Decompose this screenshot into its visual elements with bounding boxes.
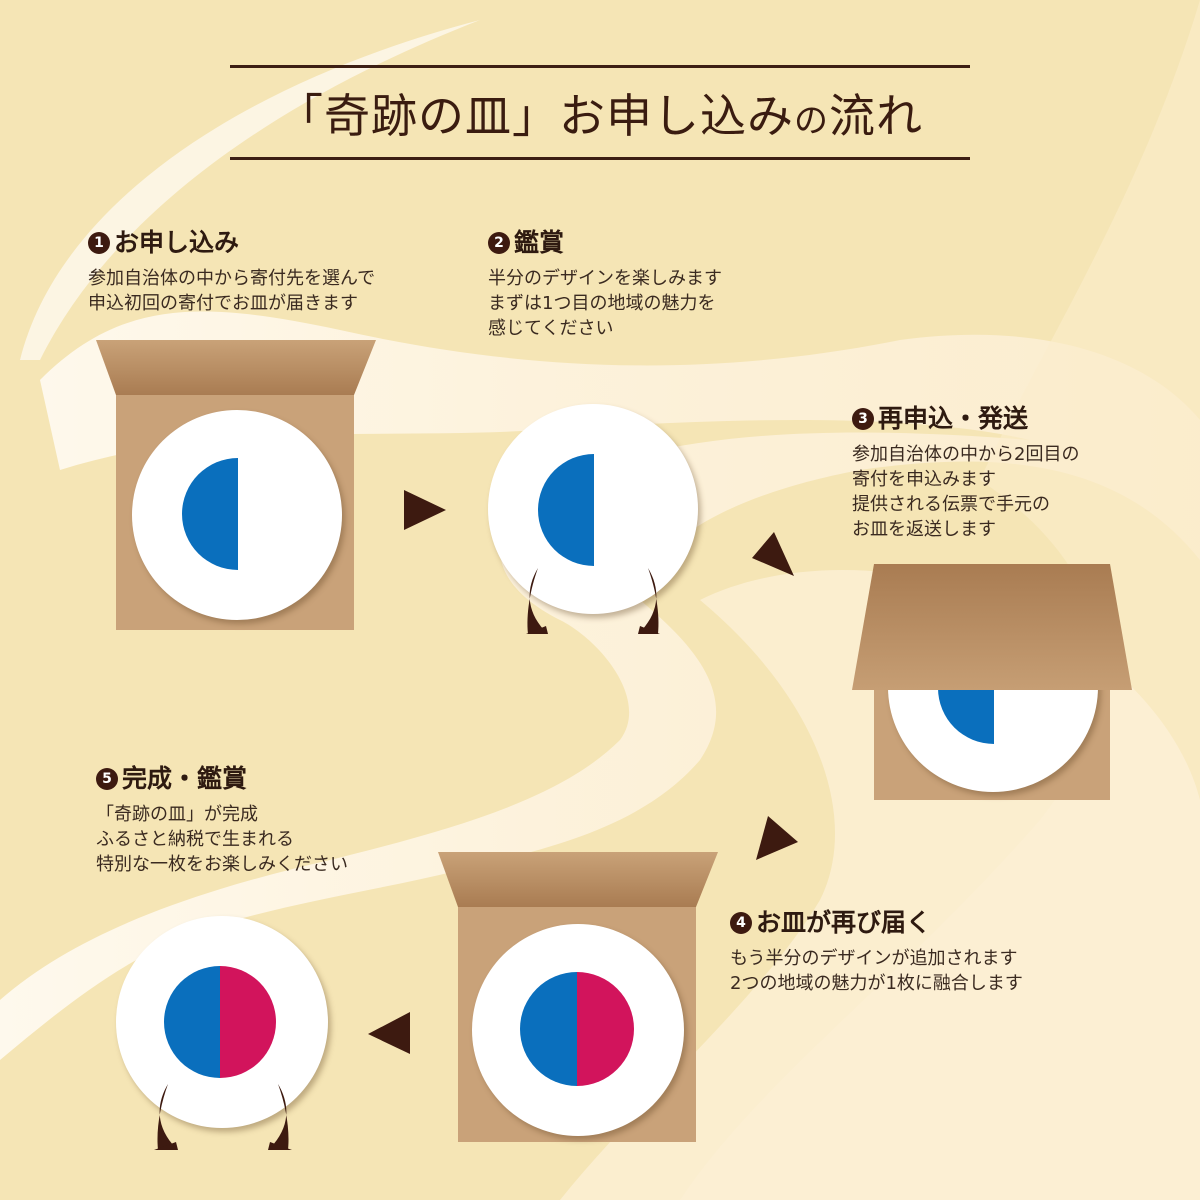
step-2: 2 鑑賞 半分のデザインを楽しみます まずは1つ目の地域の魅力を 感じてください <box>488 228 722 341</box>
arrow-up-left-icon <box>752 532 794 576</box>
step-4-heading: 4 お皿が再び届く <box>730 908 1023 938</box>
step-number-badge: 2 <box>488 232 510 254</box>
title-end: 流れ <box>829 88 923 143</box>
title-main: 「奇跡の皿」お申し込み <box>277 88 794 143</box>
step-3-description: 参加自治体の中から2回目の 寄付を申込みます 提供される伝票で手元の お皿を返送… <box>852 442 1079 542</box>
plate <box>488 404 698 614</box>
pink-half-design <box>577 972 634 1086</box>
desc-line: もう半分のデザインが追加されます <box>730 948 1018 969</box>
blue-half-design <box>182 458 238 570</box>
step-2-heading: 2 鑑賞 <box>488 228 722 258</box>
step-2-title: 鑑賞 <box>514 228 565 257</box>
page-title: 「奇跡の皿」お申し込みの流れ <box>277 80 923 146</box>
step-3-illustration <box>852 562 1132 802</box>
title-particle: の <box>794 100 829 141</box>
box-lid-icon <box>852 564 1132 690</box>
step-2-description: 半分のデザインを楽しみます まずは1つ目の地域の魅力を 感じてください <box>488 266 722 341</box>
step-3-title: 再申込・発送 <box>878 404 1029 433</box>
desc-line: 「奇跡の皿」が完成 <box>96 804 258 825</box>
blue-half-design <box>164 966 220 1078</box>
plate <box>472 924 684 1136</box>
desc-line: 特別な一枚をお楽しみください <box>96 854 348 875</box>
pink-half-design <box>220 966 276 1078</box>
blue-half-design <box>520 972 577 1086</box>
desc-line: 参加自治体の中から寄付先を選んで <box>88 268 376 289</box>
plate-stand-icon <box>526 568 660 634</box>
step-5-title: 完成・鑑賞 <box>122 764 248 793</box>
desc-line: お皿を返送します <box>852 519 996 540</box>
desc-line: 申込初回の寄付でお皿が届きます <box>88 293 358 314</box>
title-block: 「奇跡の皿」お申し込みの流れ <box>230 65 970 160</box>
step-number-badge: 5 <box>96 768 118 790</box>
step-5-illustration <box>114 916 332 1152</box>
desc-line: 提供される伝票で手元の <box>852 494 1050 515</box>
arrow-right-icon <box>404 490 446 530</box>
step-1: 1 お申し込み 参加自治体の中から寄付先を選んで 申込初回の寄付でお皿が届きます <box>88 228 375 316</box>
step-5: 5 完成・鑑賞 「奇跡の皿」が完成 ふるさと納税で生まれる 特別な一枚をお楽しみ… <box>96 764 348 877</box>
step-number-badge: 3 <box>852 408 874 430</box>
step-4-illustration <box>438 852 718 1142</box>
plate-stand-icon <box>154 1084 292 1150</box>
step-5-heading: 5 完成・鑑賞 <box>96 764 348 794</box>
blue-half-design <box>538 454 594 566</box>
desc-line: 感じてください <box>488 318 614 339</box>
arrow-left-icon <box>368 1012 410 1054</box>
step-3-heading: 3 再申込・発送 <box>852 404 1079 434</box>
desc-line: 寄付を申込みます <box>852 469 996 490</box>
desc-line: 2つの地域の魅力が1枚に融合します <box>730 973 1023 994</box>
step-4-title: お皿が再び届く <box>756 908 932 937</box>
step-3: 3 再申込・発送 参加自治体の中から2回目の 寄付を申込みます 提供される伝票で… <box>852 404 1079 542</box>
step-5-description: 「奇跡の皿」が完成 ふるさと納税で生まれる 特別な一枚をお楽しみください <box>96 802 348 877</box>
desc-line: まずは1つ目の地域の魅力を <box>488 293 716 314</box>
step-2-illustration <box>486 404 700 636</box>
desc-line: ふるさと納税で生まれる <box>96 829 294 850</box>
desc-line: 参加自治体の中から2回目の <box>852 444 1080 465</box>
step-1-description: 参加自治体の中から寄付先を選んで 申込初回の寄付でお皿が届きます <box>88 266 375 316</box>
step-4: 4 お皿が再び届く もう半分のデザインが追加されます 2つの地域の魅力が1枚に融… <box>730 908 1023 996</box>
step-1-heading: 1 お申し込み <box>88 228 375 258</box>
step-1-illustration <box>96 340 376 630</box>
step-number-badge: 1 <box>88 232 110 254</box>
desc-line: 半分のデザインを楽しみます <box>488 268 722 289</box>
arrow-down-right-icon <box>756 816 798 860</box>
step-1-title: お申し込み <box>114 228 240 257</box>
step-number-badge: 4 <box>730 912 752 934</box>
plate <box>132 410 342 620</box>
step-4-description: もう半分のデザインが追加されます 2つの地域の魅力が1枚に融合します <box>730 946 1023 996</box>
plate <box>116 916 328 1128</box>
